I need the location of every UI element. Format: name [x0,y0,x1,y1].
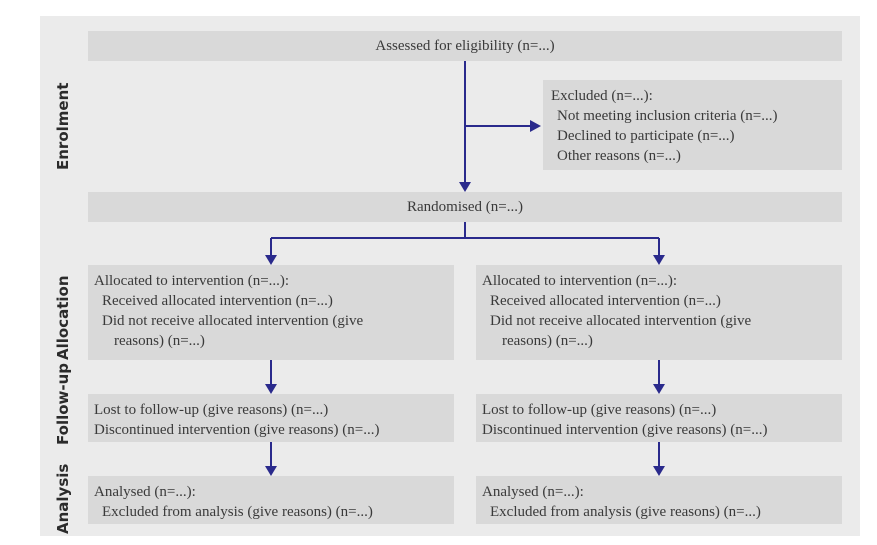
allocated-title: Allocated to intervention (n=...): [94,273,290,289]
phase-label-enrolment: Enrolment [54,82,72,170]
box-allocated-right: Allocated to intervention (n=...): Recei… [476,265,842,360]
allocated-received: Received allocated intervention (n=...) [102,293,333,309]
box-excluded: Excluded (n=...): Not meeting inclusion … [543,80,842,170]
allocated-not-received-cont: reasons) (n=...) [502,333,593,349]
excluded-item: Not meeting inclusion criteria (n=...) [557,108,778,124]
analysed: Analysed (n=...): [482,484,584,500]
phase-label-followup: Follow-up [54,362,72,445]
box-followup-left: Lost to follow-up (give reasons) (n=...)… [88,394,454,442]
box-analysis-left: Analysed (n=...): Excluded from analysis… [88,476,454,524]
allocated-not-received: Did not receive allocated intervention (… [102,313,364,329]
allocated-received: Received allocated intervention (n=...) [490,293,721,309]
assessed-text: Assessed for eligibility (n=...) [375,38,555,54]
box-followup-right: Lost to follow-up (give reasons) (n=...)… [476,394,842,442]
analysed: Analysed (n=...): [94,484,196,500]
excluded-from-analysis: Excluded from analysis (give reasons) (n… [102,504,373,520]
box-randomised: Randomised (n=...) [88,192,842,222]
phase-label-allocation: Allocation [54,275,72,360]
phase-label-analysis: Analysis [54,463,72,534]
lost-followup: Lost to follow-up (give reasons) (n=...) [482,402,717,418]
excluded-item: Declined to participate (n=...) [557,128,735,144]
allocated-title: Allocated to intervention (n=...): [482,273,678,289]
box-allocated-left: Allocated to intervention (n=...): Recei… [88,265,454,360]
excluded-item: Other reasons (n=...) [557,148,681,164]
box-assessed: Assessed for eligibility (n=...) [88,31,842,61]
discontinued: Discontinued intervention (give reasons)… [94,422,380,438]
allocated-not-received-cont: reasons) (n=...) [114,333,205,349]
lost-followup: Lost to follow-up (give reasons) (n=...) [94,402,329,418]
excluded-title: Excluded (n=...): [551,88,653,104]
excluded-from-analysis: Excluded from analysis (give reasons) (n… [490,504,761,520]
randomised-text: Randomised (n=...) [407,199,523,215]
discontinued: Discontinued intervention (give reasons)… [482,422,768,438]
allocated-not-received: Did not receive allocated intervention (… [490,313,752,329]
box-analysis-right: Analysed (n=...): Excluded from analysis… [476,476,842,524]
